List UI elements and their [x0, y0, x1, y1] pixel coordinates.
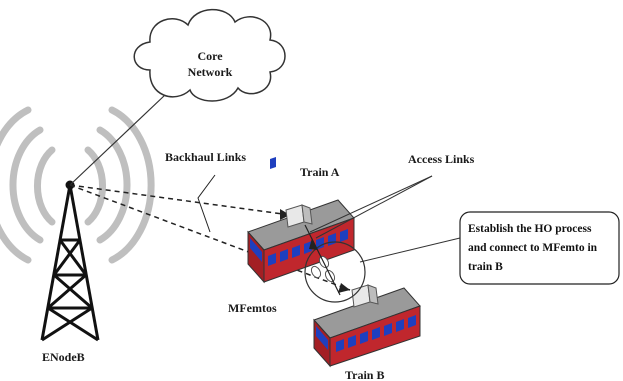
access-links [309, 175, 433, 239]
radio-wave-icon [0, 106, 155, 264]
train-a-icon [247, 156, 355, 284]
train-b-label: Train B [345, 368, 384, 381]
callout-connector [359, 237, 461, 263]
backhaul-links-label: Backhaul Links [165, 150, 246, 164]
core-network-label-line2: Network [188, 65, 233, 79]
core-network-label-line1: Core [197, 49, 223, 63]
train-a-label: Train A [300, 165, 340, 179]
callout-line1: Establish the HO process [468, 223, 592, 235]
handover-circle [304, 241, 366, 303]
callout-box [459, 211, 620, 285]
handover-line [304, 224, 341, 296]
backhaul-arrowhead-b [338, 283, 350, 293]
backhaul-links [69, 184, 351, 291]
enodeb-label: ENodeB [42, 350, 85, 364]
train-b-icon [313, 287, 421, 368]
cloud-icon [133, 8, 286, 102]
cell-tower-icon [40, 180, 100, 342]
core-link-line [69, 94, 166, 186]
callout-line3: train B [468, 261, 503, 273]
backhaul-pointer [197, 174, 216, 233]
femto-antenna-icon-b [351, 284, 379, 308]
callout-line2: and connect to MFemto in [468, 242, 598, 254]
mfemtos-label: MFemtos [228, 301, 277, 315]
access-links-label: Access Links [408, 152, 475, 166]
femto-antenna-icon-a [285, 204, 313, 228]
backhaul-arrowhead-a [280, 209, 290, 220]
